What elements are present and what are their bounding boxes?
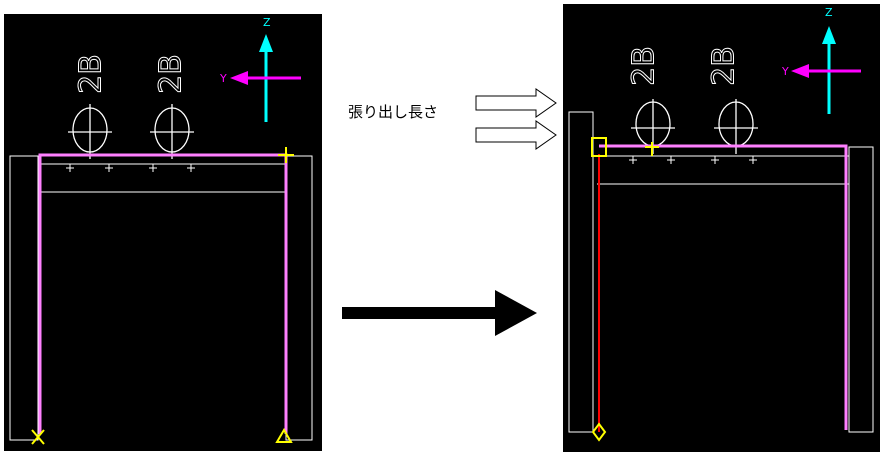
right-frame-drawing: 2B 2B Z Y — [568, 6, 874, 442]
node-marker-icon[interactable] — [645, 142, 659, 156]
axis-indicator — [230, 34, 301, 122]
left-column-outline — [568, 111, 594, 433]
left-frame-view: 2B 2B Z Y — [4, 14, 322, 451]
pipe-size-label-2: 2B — [707, 46, 742, 86]
pipe-2 — [150, 104, 194, 159]
overhang-length-label: 張り出し長さ — [348, 103, 439, 121]
node-marker-diamond-icon[interactable] — [591, 422, 607, 442]
right-column-outline — [285, 155, 313, 441]
outline-arrow-icon — [475, 88, 557, 118]
transition-arrow-icon — [342, 290, 537, 336]
pipe-size-label-1: 2B — [627, 46, 662, 86]
selected-member[interactable] — [38, 153, 288, 434]
beam-ticks — [629, 156, 757, 164]
right-column-outline — [848, 146, 874, 433]
y-arrow-icon — [791, 64, 809, 78]
pin-support-icon[interactable] — [275, 428, 293, 443]
left-frame-drawing: 2B 2B Z Y — [9, 16, 313, 445]
overhang-arrows — [475, 88, 557, 150]
right-frame-view: 2B 2B Z Y — [563, 4, 880, 452]
pipe-size-label-2: 2B — [154, 54, 189, 94]
axis-y-label: Y — [781, 65, 789, 78]
node-select-icon[interactable] — [591, 137, 607, 157]
z-arrow-icon — [822, 26, 836, 44]
outline-arrow-icon — [475, 120, 557, 150]
axis-y-label: Y — [219, 72, 227, 85]
node-marker-icon[interactable] — [278, 147, 294, 163]
y-arrow-icon — [230, 71, 248, 85]
selected-member[interactable] — [599, 144, 848, 430]
beam-ticks — [66, 164, 195, 172]
pipe-size-label-1: 2B — [74, 54, 109, 94]
fixed-support-icon[interactable] — [31, 429, 45, 445]
left-column-outline — [9, 155, 39, 441]
pipe-1 — [68, 104, 112, 159]
axis-indicator — [791, 26, 861, 114]
axis-z-label: Z — [263, 16, 271, 29]
z-arrow-icon — [259, 34, 273, 52]
axis-z-label: Z — [825, 6, 833, 19]
